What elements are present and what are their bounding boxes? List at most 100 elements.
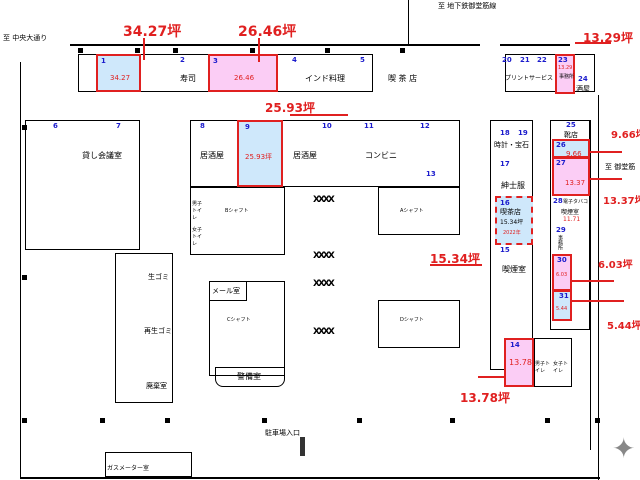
womens-toilet-label: 女子トイレ — [553, 361, 569, 374]
store-number: 2 — [180, 56, 185, 64]
store-28-name2: 喫煙室 — [561, 209, 580, 216]
store-5-name: 喫 茶 店 — [388, 74, 418, 83]
store-26[interactable]: 26 9.66 — [552, 139, 590, 158]
wall — [20, 477, 600, 479]
store-number: 5 — [360, 56, 365, 64]
store-10-name: 居酒屋 — [293, 151, 317, 160]
store-name: 事務所 — [559, 74, 575, 80]
recycle-label: 再生ゴミ — [144, 327, 172, 335]
mail-room-label: メール室 — [212, 287, 240, 295]
store-name: 喫茶店 — [500, 208, 521, 216]
store-number: 19 — [518, 129, 528, 137]
store-number: 14 — [510, 341, 520, 349]
wall — [70, 44, 480, 46]
store-number: 8 — [200, 122, 205, 130]
shaft-c-block — [209, 281, 285, 376]
store-number: 15 — [500, 246, 510, 254]
column — [135, 48, 140, 53]
wall — [598, 95, 599, 480]
escalator-icon: XXXX — [313, 327, 335, 337]
store-31[interactable]: 31 5.44 — [552, 290, 572, 321]
parking-entrance-label: 駐車場入口 — [265, 429, 300, 437]
store-number: 29 — [556, 226, 566, 234]
column — [325, 48, 330, 53]
store-23-callout: 13.29坪 — [583, 31, 633, 45]
garbage-label: 生ゴミ — [148, 273, 169, 281]
store-4-name: インド料理 — [305, 74, 345, 83]
column — [357, 418, 362, 423]
store-17-name: 紳士服 — [501, 181, 525, 190]
ne-store-row — [505, 54, 595, 92]
column — [250, 48, 255, 53]
store-25-name: 靴店 — [564, 131, 578, 139]
column — [22, 275, 27, 280]
store-12-name: コンビニ — [365, 151, 397, 160]
a-shaft-block — [378, 187, 460, 235]
store-number: 30 — [557, 256, 567, 264]
store-16[interactable]: 16 喫茶店 15.34坪 2022年 — [495, 196, 533, 245]
store-1[interactable]: 1 34.27 — [96, 54, 141, 92]
mail-room — [209, 281, 247, 301]
column — [595, 418, 600, 423]
toilet-block — [534, 338, 572, 387]
escalator-icon: XXXX — [313, 279, 335, 289]
store-1-callout: 34.27坪 — [123, 24, 182, 40]
store-number: 1 — [101, 57, 106, 65]
store-9[interactable]: 9 25.93坪 — [237, 120, 283, 187]
store-28-area: 11.71 — [563, 216, 581, 223]
store-number: 26 — [556, 141, 566, 149]
store-2-name: 寿司 — [180, 74, 196, 83]
store-area: 13.78 — [509, 358, 532, 367]
store-28-name: 電子タバコ — [563, 199, 589, 205]
store-26-callout: 9.66坪 — [611, 130, 640, 141]
store-area: 5.44 — [556, 306, 568, 312]
store-30[interactable]: 30 6.03 — [552, 254, 572, 291]
store-19-name: 時計・宝石 — [494, 141, 529, 149]
store-14[interactable]: 14 13.78 — [504, 338, 534, 387]
direction-label: 至 中央大通り — [3, 34, 48, 42]
store-area: 34.27 — [110, 74, 131, 82]
d-shaft-label: Dシャフト — [400, 317, 424, 323]
a-shaft-label: Aシャフト — [400, 208, 424, 214]
store-27[interactable]: 27 13.37 — [552, 157, 590, 196]
direction-label: 至 御堂筋 — [605, 163, 636, 171]
store-area: 25.93坪 — [245, 153, 273, 161]
store-number: 24 — [578, 75, 588, 83]
store-number: 12 — [420, 122, 430, 130]
store-area: 9.66 — [566, 150, 582, 158]
gas-meter-room — [105, 452, 192, 477]
store-3[interactable]: 3 26.46 — [208, 54, 278, 92]
store-number: 16 — [500, 199, 510, 207]
c-shaft-label: Cシャフト — [227, 317, 251, 323]
callout-line — [572, 300, 624, 302]
mens-toilet-label: 男子トイレ — [535, 361, 551, 374]
store-22-name: プリントサービス — [505, 75, 554, 82]
column — [22, 125, 27, 130]
store-number: 11 — [364, 122, 374, 130]
store-number: 6 — [53, 122, 58, 130]
gas-meter-label: ガスメーター室 — [107, 465, 150, 472]
callout-line — [143, 38, 145, 60]
store-number: 27 — [556, 159, 566, 167]
right-column — [550, 120, 590, 330]
d-shaft-block — [378, 300, 460, 348]
store-23[interactable]: 23 13.29 事務所 — [555, 54, 575, 94]
store-7-name: 貸し会議室 — [82, 151, 122, 160]
store-16-callout: 15.34坪 — [430, 252, 480, 266]
column — [450, 418, 455, 423]
store-15-name: 喫煙室 — [502, 265, 526, 274]
store-3-callout: 26.46坪 — [238, 24, 297, 40]
center-right-column — [490, 120, 533, 370]
callout-line — [590, 178, 622, 180]
meeting-room — [25, 120, 140, 250]
column — [400, 48, 405, 53]
store-29-name: 事務所 — [557, 235, 563, 250]
store-24-name: 酒屋 — [576, 85, 590, 93]
store-number: 23 — [558, 56, 568, 64]
callout-line — [590, 151, 622, 153]
store-area: 13.37 — [565, 179, 586, 187]
column — [173, 48, 178, 53]
mens-toilet-label: 男子トイレ — [192, 201, 203, 221]
security-room-label: 警備室 — [237, 372, 261, 381]
store-9-callout: 25.93坪 — [265, 101, 315, 115]
